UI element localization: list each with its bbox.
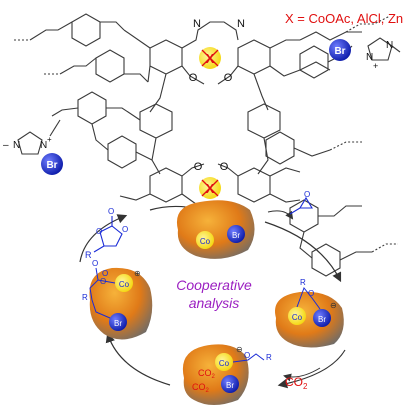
salen-aryl-ring — [149, 39, 183, 75]
catalyst-state-right: Co Br R O ⊖ — [275, 278, 344, 348]
cobalt-site-icon — [115, 274, 133, 292]
cobalt-label: Co — [219, 359, 230, 368]
r-group-label: R — [82, 293, 88, 302]
oxygen-label: O — [244, 351, 250, 360]
cobalt-site-icon — [215, 353, 233, 371]
phenyl-ring — [247, 103, 281, 139]
bromide-label: Br — [114, 319, 122, 328]
cobalt-label: Co — [119, 280, 130, 289]
phenyl-ring — [77, 91, 107, 125]
cation-charge-icon: ⊕ — [134, 269, 141, 278]
upper-salen-core: X N N O O — [189, 18, 245, 84]
anion-charge-icon: ⊖ — [330, 301, 337, 310]
methyl-label: – — [3, 140, 9, 151]
epoxide-arrow — [267, 210, 294, 220]
cation-plus-label: + — [373, 61, 378, 71]
phenyl-ring — [139, 103, 173, 139]
salen-aryl-ring — [237, 167, 271, 203]
center-label-line2: analysis — [189, 295, 240, 311]
oxygen-label: O — [220, 161, 229, 173]
catalyst-state-bottom: Co Br CO2 CO2 O R ⊖ — [182, 344, 272, 405]
co2-label: CO2 — [198, 368, 216, 380]
nitrogen-label: N — [386, 40, 393, 51]
phenyl-ring — [311, 243, 341, 277]
oxygen-label: O — [100, 277, 106, 286]
catalyst-blob — [176, 200, 255, 259]
right-imidazolium: N + N Br — [329, 37, 401, 71]
oxygen-label: O — [224, 72, 233, 84]
bromide-ball-icon — [41, 153, 63, 175]
phenyl-ring — [107, 135, 137, 169]
co2-label: CO2 — [192, 382, 210, 394]
bromide-label: Br — [334, 46, 345, 57]
nitrogen-label: N — [40, 140, 47, 151]
bromide-label: Br — [232, 231, 240, 240]
bromide-ball-icon — [109, 313, 127, 331]
oxygen-label: O — [194, 161, 203, 173]
phenyl-ring — [71, 13, 101, 47]
salen-aryl-ring — [149, 167, 183, 203]
nitrogen-label: N — [13, 140, 20, 151]
oxygen-label: O — [308, 289, 314, 298]
phenyl-ring — [265, 131, 295, 165]
oxygen-label: O — [96, 227, 102, 236]
cycle-arrow — [264, 221, 342, 283]
metal-x-label: X — [206, 51, 215, 66]
imidazolium-ring — [367, 37, 393, 61]
phenyl-ring — [299, 45, 329, 79]
catalyst-blob — [275, 291, 344, 348]
r-group-label: R — [266, 353, 272, 362]
r-group-label: R — [300, 278, 306, 287]
bromide-ball-icon — [313, 309, 331, 327]
anion-charge-icon: ⊖ — [236, 345, 243, 354]
catalyst-state-top: Co Br — [176, 200, 255, 259]
left-imidazolium: – N N + Br — [3, 119, 63, 175]
bromide-label: Br — [46, 160, 57, 171]
bromide-label: Br — [226, 381, 234, 390]
phenyl-ring — [289, 199, 319, 233]
cycle-arrow — [277, 349, 346, 389]
oxygen-label: O — [92, 259, 98, 268]
bromide-ball-icon — [221, 375, 239, 393]
nitrogen-label: N — [193, 18, 201, 30]
oxygen-label: O — [122, 225, 128, 234]
nitrogen-label: N — [237, 18, 245, 30]
bromide-ball-icon — [227, 225, 245, 243]
co2-arrow — [283, 367, 321, 382]
oxygen-label: O — [108, 207, 114, 216]
epoxide-substrate: O — [289, 190, 313, 215]
bromide-label: Br — [318, 315, 326, 324]
imidazolium-ring — [17, 131, 43, 155]
oxygen-label: O — [304, 190, 310, 199]
cobalt-site-icon — [196, 231, 214, 249]
metal-x-label: X — [206, 181, 215, 196]
x-cross-icon — [201, 179, 219, 197]
catalyst-blob — [89, 267, 153, 340]
metal-legend: X = CoOAc, AlCl, Zn — [285, 11, 403, 26]
r-group-label: R — [85, 250, 92, 260]
cycle-arrow — [79, 214, 128, 263]
cobalt-site-icon — [288, 307, 306, 325]
oxygen-label: O — [102, 269, 108, 278]
co2-label: CO2 — [285, 375, 308, 391]
cobalt-label: Co — [292, 313, 303, 322]
polymer-structure — [14, 13, 398, 277]
cycle-arrow — [105, 332, 171, 386]
x-cross-icon — [201, 49, 219, 67]
center-label-line1: Cooperative — [176, 277, 252, 293]
salen-aryl-ring — [237, 39, 271, 75]
oxygen-label: O — [189, 72, 198, 84]
bromide-ball-icon — [329, 39, 351, 61]
cation-plus-label: + — [47, 135, 52, 144]
catalyst-state-left: Co Br O O O ⊕ R — [82, 259, 153, 340]
cobalt-label: Co — [200, 237, 211, 246]
cyclic-carbonate-product: O O O R — [85, 207, 128, 260]
phenyl-ring — [95, 49, 125, 83]
nitrogen-label: N — [366, 52, 373, 63]
